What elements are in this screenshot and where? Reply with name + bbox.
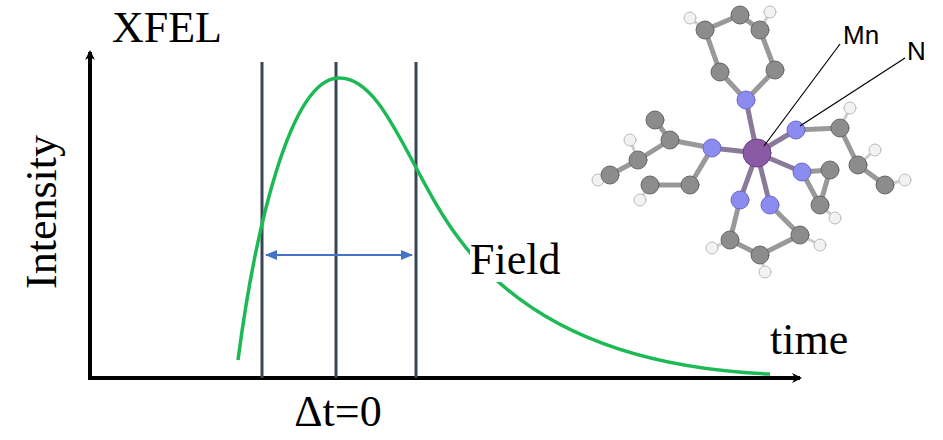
- chart-title: XFEL: [112, 6, 222, 50]
- atom-label: N: [907, 38, 926, 64]
- atom-label: Mn: [843, 22, 879, 48]
- field-curve: [238, 78, 770, 374]
- leader-line: [800, 58, 905, 126]
- molecule: [592, 6, 911, 278]
- axis-label: time: [770, 318, 848, 362]
- leader-line: [764, 44, 840, 146]
- x-axis: [88, 376, 800, 380]
- axis-label: Intensity: [20, 135, 64, 289]
- y-axis: [88, 52, 92, 380]
- curve-label: Field: [470, 238, 560, 282]
- axis-tick: Δt=0: [294, 390, 381, 434]
- delay-arrow: [266, 254, 412, 256]
- pulse-line: [335, 62, 338, 378]
- pulse-line: [415, 62, 418, 378]
